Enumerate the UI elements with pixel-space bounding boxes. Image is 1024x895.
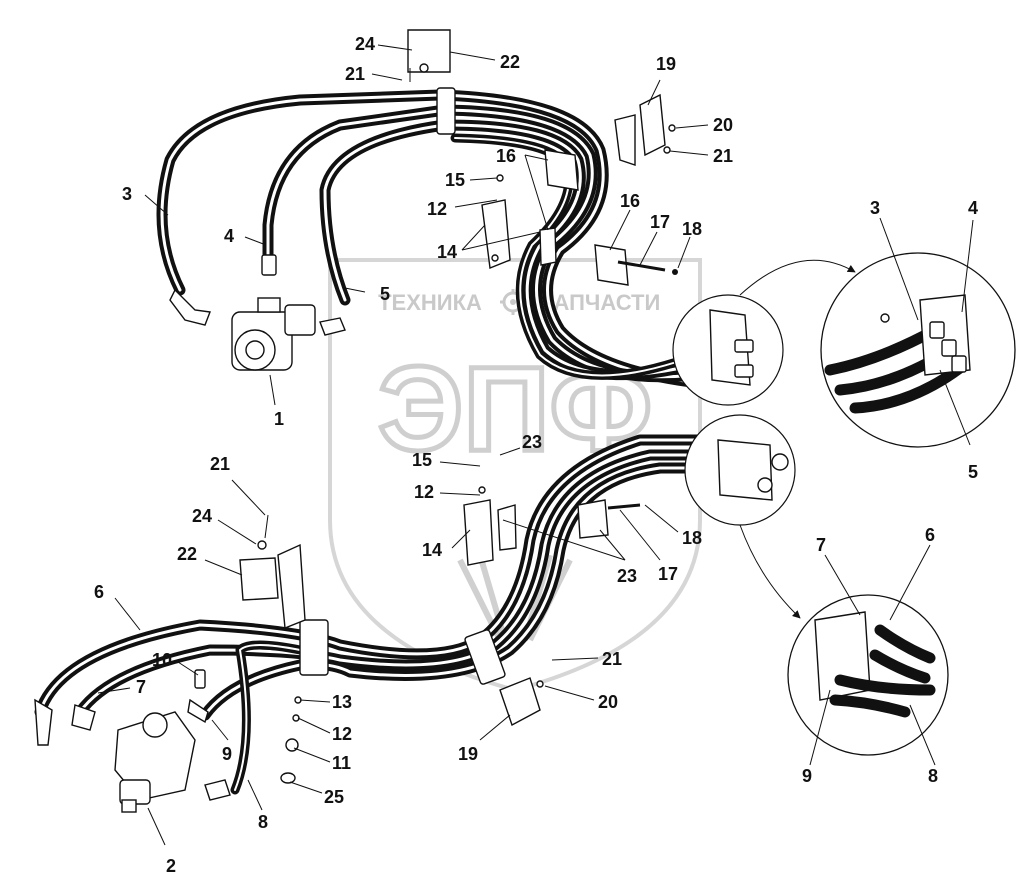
- callout-20-top: 20: [713, 115, 733, 135]
- callout-3-top: 3: [122, 184, 132, 204]
- callout-18-bottom: 18: [682, 528, 702, 548]
- callout-14-bottom: 14: [422, 540, 442, 560]
- rod-17-top: [617, 260, 666, 272]
- callout-21-top-a: 21: [345, 64, 365, 84]
- callout-7-detail: 7: [816, 535, 826, 555]
- callout-6-detail: 6: [925, 525, 935, 545]
- detail-circle-bottom-source: [684, 414, 796, 526]
- callout-8-bottom: 8: [258, 812, 268, 832]
- callout-6-bottom: 6: [94, 582, 104, 602]
- hose-clamp-bottom-left: [299, 619, 329, 676]
- callout-15-top: 15: [445, 170, 465, 190]
- callout-3-detail: 3: [870, 198, 880, 218]
- hydraulic-motor: [169, 254, 346, 371]
- callout-17-bottom: 17: [658, 564, 678, 584]
- callout-9-detail: 9: [802, 766, 812, 786]
- hose-clamp-bottom-mid: [464, 629, 506, 685]
- callout-labels: 24 21 22 19 20 21 3 4 5 16 16 15 12 14 1…: [94, 34, 978, 876]
- callout-22-top: 22: [500, 52, 520, 72]
- callout-24-top: 24: [355, 34, 375, 54]
- rod-17-bottom: [607, 503, 641, 510]
- watermark-brand-right: ЗАПЧАСТИ: [540, 290, 661, 315]
- callout-13: 13: [332, 692, 352, 712]
- callout-12-top: 12: [427, 199, 447, 219]
- callout-23-bottom-b: 23: [617, 566, 637, 586]
- detail-circle-top: [820, 252, 1016, 448]
- callout-23-bottom-a: 23: [522, 432, 542, 452]
- callout-21-bottom-a: 21: [210, 454, 230, 474]
- callout-21-top-b: 21: [713, 146, 733, 166]
- bracket-14-top: [481, 174, 557, 269]
- callout-16-top-a: 16: [496, 146, 516, 166]
- callout-12-bottom: 12: [414, 482, 434, 502]
- callout-22-bottom: 22: [177, 544, 197, 564]
- leader-lines: [97, 44, 974, 846]
- callout-24-bottom: 24: [192, 506, 212, 526]
- detail-circle-top-source: [672, 294, 784, 406]
- hydraulic-pump: [34, 698, 231, 813]
- callout-7-bottom: 7: [136, 677, 146, 697]
- callout-10: 10: [152, 650, 172, 670]
- callout-1: 1: [274, 409, 284, 429]
- bracket-19-bottom: [499, 677, 544, 727]
- plate-22-bottom: [239, 514, 306, 629]
- callout-4-detail: 4: [968, 198, 978, 218]
- callout-2: 2: [166, 856, 176, 876]
- bracket-14-bottom: [463, 486, 517, 566]
- callout-5-detail: 5: [968, 462, 978, 482]
- callout-5-top: 5: [380, 284, 390, 304]
- callout-16-top-b: 16: [620, 191, 640, 211]
- top-hose-bundle: [156, 89, 726, 391]
- callout-9-bottom: 9: [222, 744, 232, 764]
- callout-20-bottom: 20: [598, 692, 618, 712]
- callout-11: 11: [332, 753, 351, 773]
- callout-19-top: 19: [656, 54, 676, 74]
- callout-21-bottom-b: 21: [602, 649, 622, 669]
- callout-18-top: 18: [682, 219, 702, 239]
- callout-4-top: 4: [224, 226, 234, 246]
- callout-14-top: 14: [437, 242, 457, 262]
- bracket-23: [577, 499, 609, 539]
- bracket-19-top: [614, 93, 676, 166]
- callout-17-top: 17: [650, 212, 670, 232]
- callout-25: 25: [324, 787, 344, 807]
- detail-circle-bottom: [787, 594, 949, 756]
- watermark-brand-left: ТЕХНИКА: [378, 290, 482, 315]
- callout-12-bottom-b: 12: [332, 724, 352, 744]
- clip-16: [544, 149, 629, 286]
- callout-19-bottom: 19: [458, 744, 478, 764]
- callout-8-detail: 8: [928, 766, 938, 786]
- hose-clamp-22-top: [407, 29, 456, 135]
- callout-15-bottom: 15: [412, 450, 432, 470]
